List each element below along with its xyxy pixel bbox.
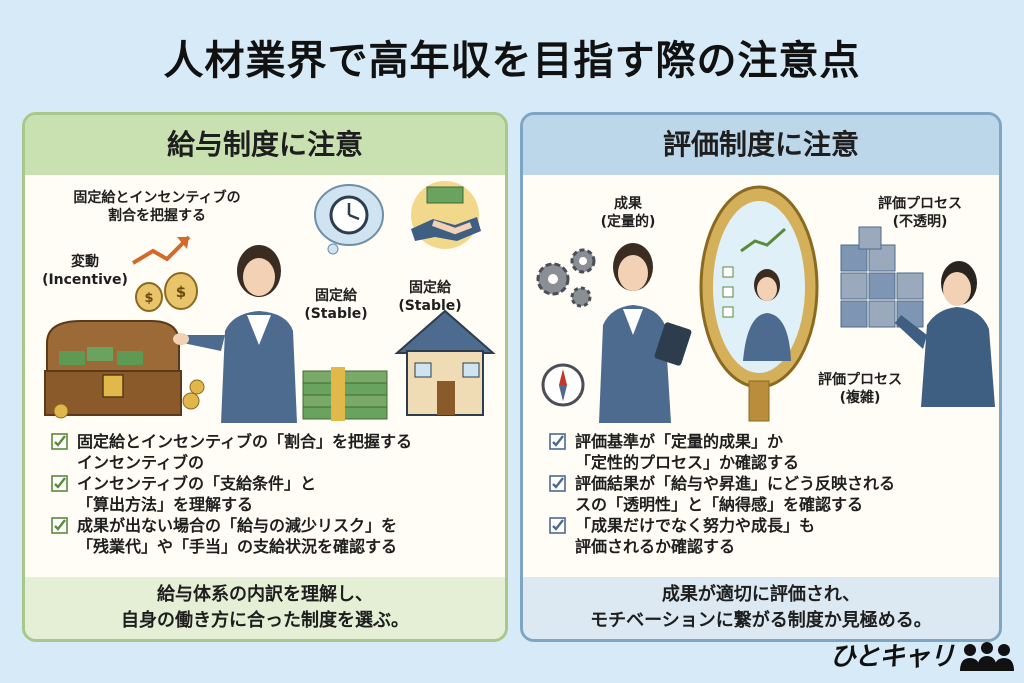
- checkbox-checked-icon: [549, 475, 566, 492]
- businessman-figure: [895, 261, 995, 407]
- brand-logo: ひとキャリ: [829, 642, 955, 672]
- checkbox-checked-icon: [51, 433, 68, 450]
- checkbox-checked-icon: [51, 517, 68, 534]
- salary-panel-footer: 給与体系の内訳を理解し、 自身の働き方に合った制度を選ぶ。: [25, 577, 505, 639]
- evaluation-panel: 評価制度に注意 成果 (定量的) 評価プロセス (不透明) 評価プロセス (複雑…: [520, 112, 1002, 642]
- label-process-complex: 評価プロセス (複雑): [818, 372, 902, 406]
- page-title: 人材業界で高年収を目指す際の注意点: [163, 38, 861, 84]
- checklist-text: 評価結果が「給与や昇進」にどう反映される スの「透明性」と「納得感」を確認する: [575, 474, 896, 514]
- checkbox-checked-icon: [549, 517, 566, 534]
- handshake-icon: [411, 181, 481, 249]
- salary-panel: 給与制度に注意 固定給とインセンティブの 割合を把握する 変動 (Incenti…: [22, 112, 508, 642]
- treasure-chest-icon: [44, 320, 205, 419]
- checklist-item: 成果が出ない場合の「給与の減少リスク」を 「残業代」や「手当」の支給状況を確認す…: [51, 515, 491, 557]
- gear-icon: [536, 248, 596, 308]
- salary-panel-header: 給与制度に注意: [25, 115, 505, 175]
- salary-checklist: 固定給とインセンティブの「割合」を把握する インセンティブの インセンティブの「…: [51, 431, 491, 557]
- label-variable: 変動 (Incentive): [42, 254, 128, 288]
- checklist-item: インセンティブの「支給条件」と 「算出方法」を理解する: [51, 473, 491, 515]
- checklist-text: インセンティブの「支給条件」と 「算出方法」を理解する: [77, 474, 317, 514]
- money-bag-icon: $ $: [135, 272, 198, 312]
- puzzle-icon: [840, 226, 924, 328]
- checklist-text: 成果が出ない場合の「給与の減少リスク」を 「残業代」や「手当」の支給状況を確認す…: [77, 516, 398, 556]
- growth-arrow-icon: [131, 235, 191, 265]
- checkbox-checked-icon: [549, 433, 566, 450]
- checklist-text: 「成果だけでなく努力や成長」も 評価されるか確認する: [575, 516, 816, 556]
- businesswoman-tablet-figure: [599, 243, 692, 423]
- mirror-icon: [699, 185, 819, 422]
- checklist-text: 評価基準が「定量的成果」か 「定性的プロセス」か確認する: [575, 432, 800, 472]
- businesswoman-figure: [173, 245, 297, 423]
- svg-text:$: $: [144, 291, 153, 306]
- label-result: 成果 (定量的): [600, 196, 656, 230]
- evaluation-scene: [536, 185, 995, 423]
- checklist-text: 固定給とインセンティブの「割合」を把握する インセンティブの: [77, 432, 413, 472]
- label-fixed-2: 固定給 (Stable): [398, 280, 462, 314]
- house-icon: [394, 309, 496, 416]
- label-process-opaque: 評価プロセス (不透明): [878, 196, 962, 230]
- clock-icon: [314, 184, 384, 255]
- evaluation-panel-header: 評価制度に注意: [523, 115, 999, 175]
- people-icon: [960, 642, 1014, 671]
- checklist-item: 評価基準が「定量的成果」か 「定性的プロセス」か確認する: [549, 431, 989, 473]
- cash-stack-icon: [302, 367, 388, 421]
- checklist-item: 固定給とインセンティブの「割合」を把握する インセンティブの: [51, 431, 491, 473]
- label-ratio: 固定給とインセンティブの 割合を把握する: [73, 190, 241, 224]
- evaluation-panel-footer: 成果が適切に評価され、 モチベーションに繋がる制度か見極める。: [523, 577, 999, 639]
- evaluation-illustration: 成果 (定量的) 評価プロセス (不透明) 評価プロセス (複雑): [523, 175, 999, 423]
- label-fixed-1: 固定給 (Stable): [304, 288, 368, 322]
- evaluation-checklist: 評価基準が「定量的成果」か 「定性的プロセス」か確認する 評価結果が「給与や昇進…: [549, 431, 989, 557]
- svg-text:$: $: [176, 283, 186, 301]
- checklist-item: 「成果だけでなく努力や成長」も 評価されるか確認する: [549, 515, 989, 557]
- salary-illustration: 固定給とインセンティブの 割合を把握する 変動 (Incentive) 固定給 …: [25, 175, 505, 423]
- compass-icon: [541, 363, 585, 407]
- checkbox-checked-icon: [51, 475, 68, 492]
- checklist-item: 評価結果が「給与や昇進」にどう反映される スの「透明性」と「納得感」を確認する: [549, 473, 989, 515]
- salary-scene: $ $: [44, 181, 496, 423]
